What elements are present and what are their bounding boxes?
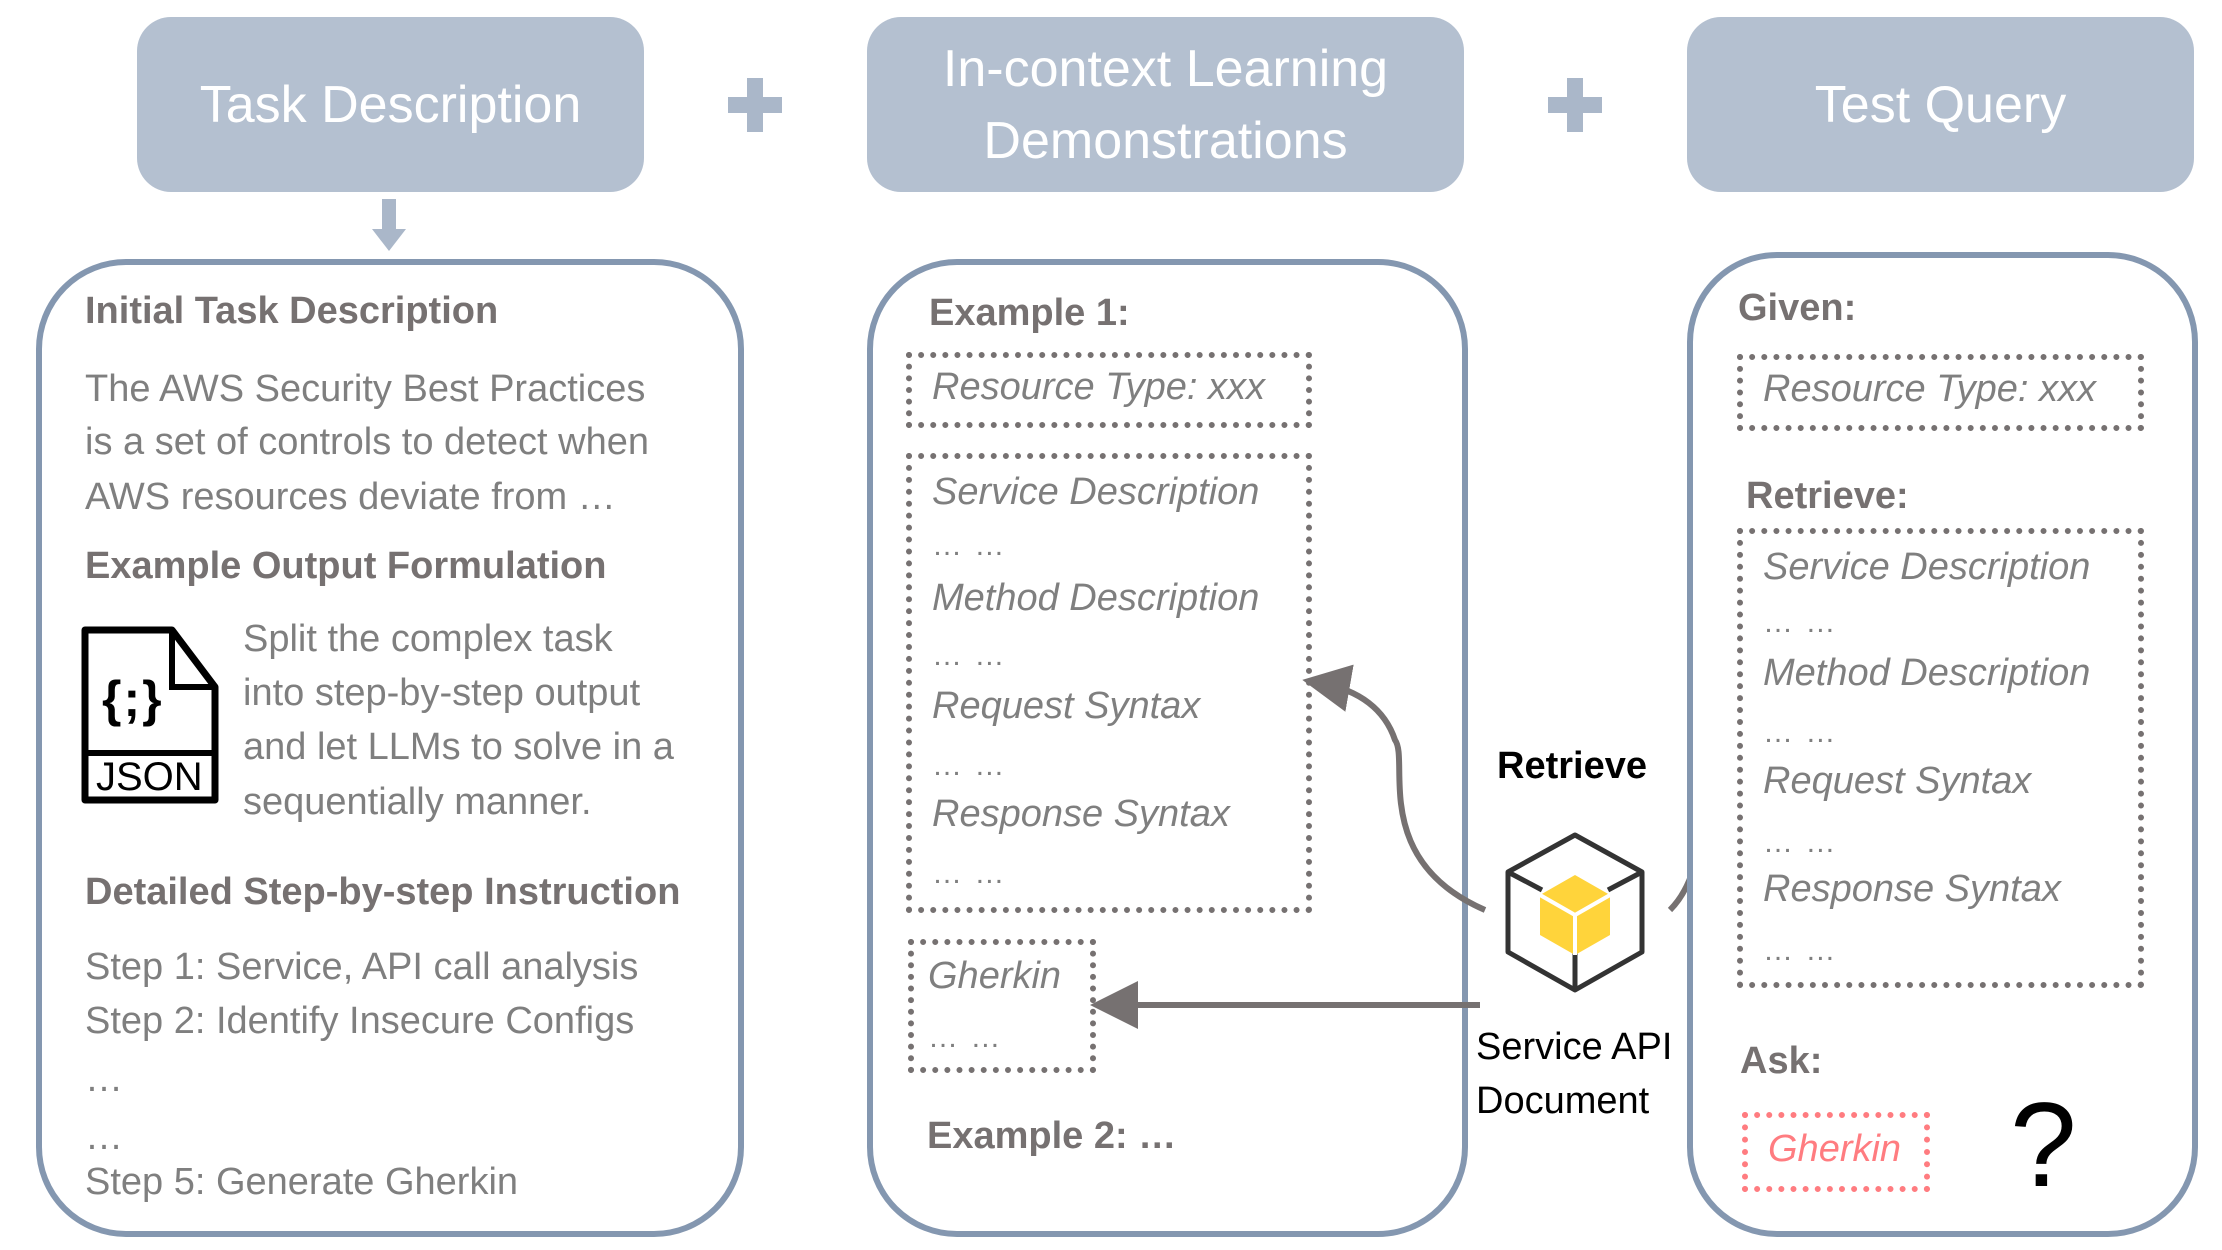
doc-item-ellipsis: … …: [1763, 826, 1838, 859]
doc-item-ellipsis: … …: [932, 857, 1007, 890]
step-item: Step 1: Service, API call analysis: [85, 946, 639, 988]
ask-gherkin-text: Gherkin: [1768, 1128, 1902, 1170]
example-output-line: Split the complex task: [243, 618, 613, 660]
doc-item-request-syntax: Request Syntax: [1763, 760, 2032, 802]
cube-icon: [1505, 832, 1645, 993]
resource-type-text: Resource Type: xxx: [932, 366, 1265, 408]
header-icl-line2: Demonstrations: [983, 111, 1348, 170]
ask-title: Ask:: [1740, 1040, 1823, 1082]
retrieve-title: Retrieve:: [1746, 475, 1909, 517]
initial-task-line: The AWS Security Best Practices: [85, 368, 646, 410]
doc-item-ellipsis: … …: [932, 529, 1007, 562]
question-mark-icon: ?: [2010, 1078, 2077, 1212]
example-2-title: Example 2: …: [927, 1115, 1177, 1157]
doc-item-ellipsis: … …: [1763, 606, 1838, 639]
retrieve-label: Retrieve: [1497, 745, 1647, 787]
header-icl-demonstrations: In-context Learning Demonstrations: [867, 17, 1464, 192]
test-query-panel: [1687, 252, 2198, 1237]
doc-item-method-description: Method Description: [932, 577, 1260, 619]
header-task-description: Task Description: [137, 17, 644, 192]
doc-item-service-description: Service Description: [1763, 546, 2091, 588]
gherkin-ellipsis: … …: [928, 1021, 1003, 1054]
step-item: Step 5: Generate Gherkin: [85, 1161, 519, 1203]
doc-item-method-description: Method Description: [1763, 652, 2091, 694]
given-resource-type-text: Resource Type: xxx: [1763, 368, 2096, 410]
step-item: Step 2: Identify Insecure Configs: [85, 1000, 635, 1042]
json-file-icon: {;} JSON: [80, 625, 220, 805]
retrieve-doc-box: Service Description … … Method Descripti…: [1737, 528, 2144, 988]
example-1-title: Example 1:: [929, 292, 1130, 334]
api-doc-box: Service Description … … Method Descripti…: [906, 453, 1312, 913]
doc-item-response-syntax: Response Syntax: [1763, 868, 2061, 910]
example-output-title: Example Output Formulation: [85, 545, 607, 587]
plus-icon: [1548, 78, 1602, 132]
initial-task-title: Initial Task Description: [85, 290, 499, 332]
service-api-doc-line2: Document: [1476, 1080, 1650, 1122]
header-test-query: Test Query: [1687, 17, 2194, 192]
header-test-query-label: Test Query: [1814, 75, 2067, 134]
plus-icon: [728, 78, 782, 132]
initial-task-line: is a set of controls to detect when: [85, 421, 649, 463]
detailed-instruction-title: Detailed Step-by-step Instruction: [85, 871, 681, 913]
doc-item-ellipsis: … …: [932, 639, 1007, 672]
down-arrow-icon: [372, 199, 406, 251]
doc-item-request-syntax: Request Syntax: [932, 685, 1201, 727]
json-file-icon-graphic: [81, 626, 219, 804]
header-task-description-label: Task Description: [199, 75, 582, 134]
given-title: Given:: [1738, 287, 1857, 329]
service-api-doc-label: Service API Document: [1476, 1020, 1672, 1128]
doc-item-ellipsis: … …: [1763, 716, 1838, 749]
given-resource-type-box: Resource Type: xxx: [1737, 354, 2144, 431]
arrow-to-api-doc-box: [1302, 664, 1487, 913]
step-item: …: [85, 1116, 123, 1158]
step-item: …: [85, 1058, 123, 1100]
ask-gherkin-box: Gherkin: [1742, 1112, 1930, 1192]
json-braces-glyph: {;}: [102, 671, 164, 727]
json-label: JSON: [96, 755, 203, 799]
header-icl-line1: In-context Learning: [942, 39, 1389, 98]
resource-type-box: Resource Type: xxx: [906, 352, 1312, 428]
example-output-line: sequentially manner.: [243, 781, 592, 823]
example-output-line: into step-by-step output: [243, 672, 641, 714]
doc-item-response-syntax: Response Syntax: [932, 793, 1230, 835]
doc-item-service-description: Service Description: [932, 471, 1260, 513]
initial-task-line: AWS resources deviate from …: [85, 476, 616, 518]
gherkin-text: Gherkin: [928, 955, 1062, 997]
doc-item-ellipsis: … …: [932, 749, 1007, 782]
doc-item-ellipsis: … …: [1763, 934, 1838, 967]
gherkin-box: Gherkin … …: [908, 939, 1096, 1073]
example-output-line: and let LLMs to solve in a: [243, 726, 674, 768]
service-api-doc-line1: Service API: [1476, 1026, 1673, 1068]
